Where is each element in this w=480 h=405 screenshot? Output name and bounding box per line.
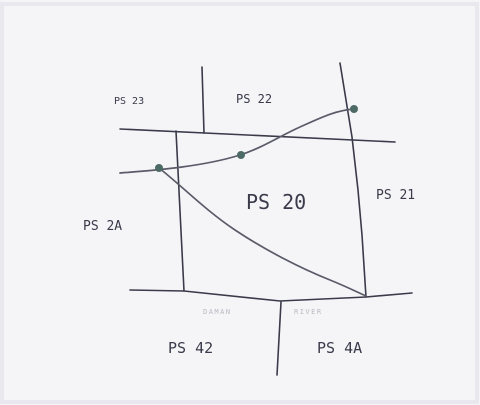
marker-east [350, 105, 358, 113]
boundary-north-road [119, 128, 396, 143]
zone-label-ps20: PS 20 [246, 190, 306, 214]
marker-middle [237, 151, 245, 159]
boundary-ps23-ps22 [201, 66, 205, 134]
zone-label-ps4a: PS 4A [317, 339, 362, 357]
road-diagonal [158, 167, 367, 297]
zone-label-ps23: PS 23 [114, 96, 144, 107]
zone-label-ps22: PS 22 [236, 92, 272, 106]
boundary-ps42-ps4a [276, 301, 282, 376]
boundary-ps2a-ps20 [175, 130, 185, 292]
zone-label-ps21: PS 21 [376, 188, 415, 203]
marker-west [155, 164, 163, 172]
road-northern [119, 108, 356, 174]
river-label-river: RIVER [294, 308, 323, 316]
river-label-daman: DAMAN [203, 308, 232, 316]
zone-label-ps2a: PS 2A [83, 219, 122, 234]
boundary-daman-river [129, 289, 413, 302]
boundary-ps20-ps21 [339, 62, 367, 298]
zone-label-ps42: PS 42 [168, 339, 213, 357]
